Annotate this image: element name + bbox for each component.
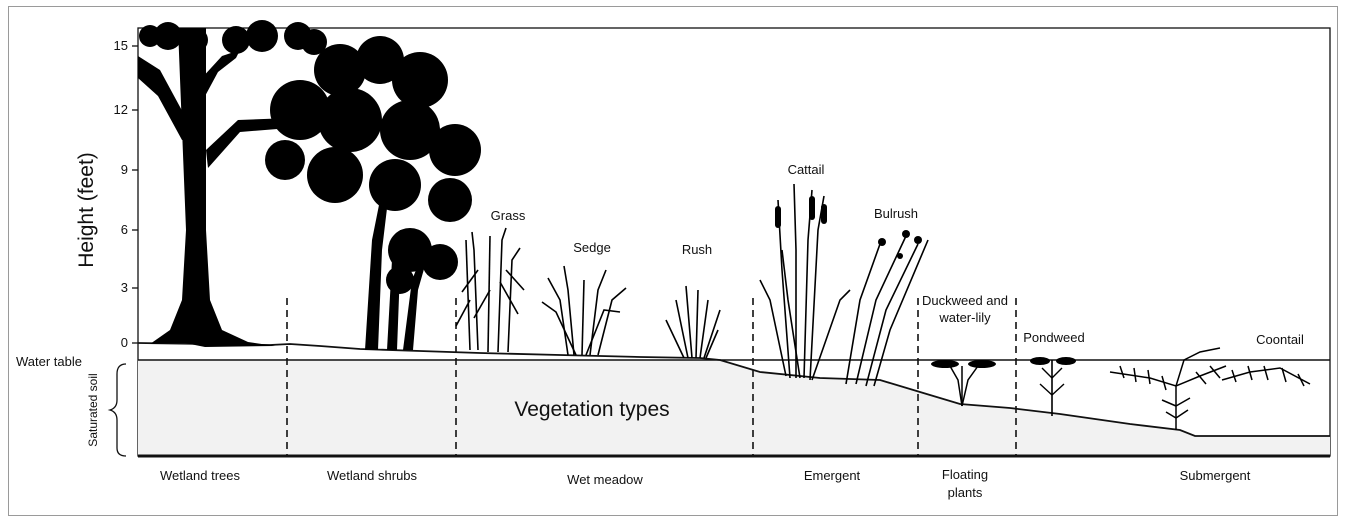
lily-pad-2 bbox=[968, 360, 996, 368]
shrub-foliage-10 bbox=[369, 159, 421, 211]
rush-stem-1 bbox=[676, 300, 688, 358]
cattail-head-3 bbox=[821, 204, 827, 224]
saturated-soil-label: Saturated soil bbox=[86, 373, 100, 446]
zone-label-wet-meadow: Wet meadow bbox=[567, 472, 643, 487]
bulrush-stem-1 bbox=[846, 244, 880, 384]
cattail-illustration bbox=[760, 184, 850, 380]
wetland-shrubs-illustration bbox=[265, 36, 481, 350]
sedge-illustration bbox=[542, 266, 626, 355]
saturated-soil-bracket bbox=[110, 364, 126, 456]
grass-blade-2 bbox=[472, 232, 478, 350]
zone-label-floating-box: Floating plants bbox=[910, 466, 1020, 510]
coontail-whorls-4 bbox=[1196, 366, 1220, 384]
rush-stem-3 bbox=[696, 290, 698, 358]
y-axis-ticks bbox=[132, 46, 138, 343]
bulrush-head-3 bbox=[914, 236, 922, 244]
tree-foliage-2 bbox=[139, 25, 161, 47]
shrub-foliage-11 bbox=[428, 178, 472, 222]
tick-label-15: 15 bbox=[114, 38, 128, 53]
bulrush-label: Bulrush bbox=[874, 206, 918, 221]
zone-labels: Wetland trees Wetland shrubs Wet meadow … bbox=[160, 468, 1251, 487]
cattail-leaf-2 bbox=[812, 290, 850, 380]
y-axis-label: Height (feet) bbox=[75, 152, 98, 268]
zone-label-submergent: Submergent bbox=[1180, 468, 1251, 483]
cattail-head-1 bbox=[775, 206, 781, 228]
zone-label-wetland-trees: Wetland trees bbox=[160, 468, 240, 483]
bulrush-heads bbox=[878, 230, 922, 259]
bulrush-head-4 bbox=[897, 253, 903, 259]
grass-blade-1 bbox=[466, 240, 470, 350]
lily-pad-1 bbox=[931, 360, 959, 368]
shrub-foliage-3 bbox=[392, 52, 448, 108]
tick-label-3: 3 bbox=[121, 280, 128, 295]
shrub-trunk-1 bbox=[365, 200, 388, 350]
water-table-label: Water table bbox=[16, 354, 82, 369]
rush-stem-2 bbox=[686, 286, 692, 358]
zone-label-floating-plants: Floating plants bbox=[930, 466, 1000, 502]
duckweed-label: Duckweed and water-lily bbox=[915, 292, 1015, 326]
shrub-foliage-13 bbox=[422, 244, 458, 280]
coontail-whorls-2 bbox=[1120, 366, 1166, 390]
zone-label-wetland-shrubs: Wetland shrubs bbox=[327, 468, 418, 483]
duckweed-label-box: Duckweed and water-lily bbox=[915, 292, 1015, 352]
tick-label-9: 9 bbox=[121, 162, 128, 177]
shrub-foliage-5 bbox=[318, 88, 382, 152]
y-axis-tick-labels: 0 3 6 9 12 15 bbox=[114, 38, 128, 350]
tick-label-6: 6 bbox=[121, 222, 128, 237]
zone-label-emergent: Emergent bbox=[804, 468, 861, 483]
pondweed-float-2 bbox=[1056, 357, 1076, 365]
grass-leaf-4 bbox=[506, 270, 524, 290]
tree-foliage-4 bbox=[222, 26, 250, 54]
pondweed-illustration bbox=[1030, 357, 1076, 416]
tree-foliage-3 bbox=[184, 28, 208, 52]
coontail-stem-1 bbox=[1110, 366, 1226, 386]
pondweed-float-1 bbox=[1030, 357, 1050, 365]
wetland-tree-illustration bbox=[138, 20, 327, 347]
cattail-leaf-1 bbox=[760, 280, 786, 376]
grass-leaf-3 bbox=[500, 282, 518, 314]
cattail-label: Cattail bbox=[788, 162, 825, 177]
rush-illustration bbox=[666, 286, 720, 358]
grass-illustration bbox=[456, 228, 524, 352]
saturated-soil-area bbox=[138, 360, 1330, 456]
pondweed-label: Pondweed bbox=[1023, 330, 1084, 345]
sedge-blade-3 bbox=[582, 280, 584, 355]
shrub-foliage-9 bbox=[307, 147, 363, 203]
tick-label-12: 12 bbox=[114, 102, 128, 117]
bulrush-head-1 bbox=[878, 238, 886, 246]
lily-stem-1 bbox=[950, 366, 962, 406]
tick-label-0: 0 bbox=[121, 335, 128, 350]
vegetation-types-label: Vegetation types bbox=[514, 398, 669, 421]
shrub-foliage-14 bbox=[386, 266, 414, 294]
shrub-foliage-7 bbox=[429, 124, 481, 176]
lily-stem-2 bbox=[962, 366, 978, 406]
sedge-label: Sedge bbox=[573, 240, 611, 255]
shrub-foliage-8 bbox=[265, 140, 305, 180]
cattail-head-2 bbox=[809, 196, 815, 220]
rush-label: Rush bbox=[682, 242, 712, 257]
sedge-blade-5 bbox=[598, 288, 626, 355]
tree-foliage-5 bbox=[246, 20, 278, 52]
grass-label: Grass bbox=[491, 208, 526, 223]
coontail-label: Coontail bbox=[1256, 332, 1304, 347]
bulrush-head-2 bbox=[902, 230, 910, 238]
